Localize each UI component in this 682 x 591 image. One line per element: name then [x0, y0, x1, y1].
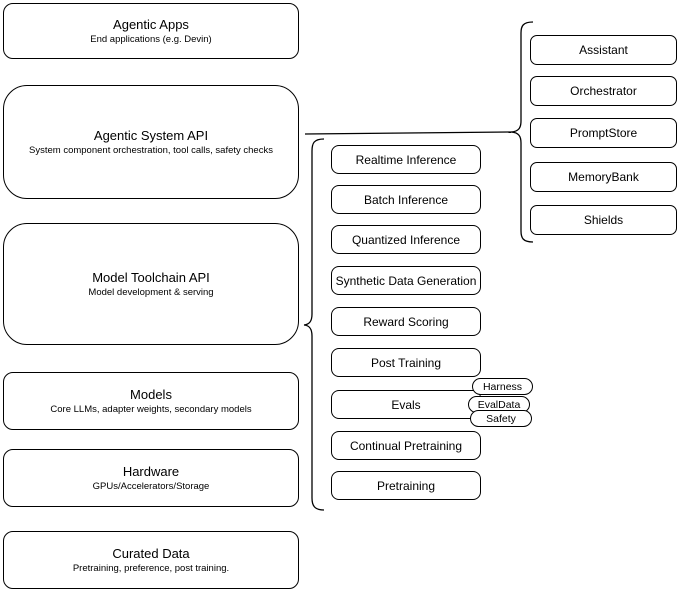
- service-label: Evals: [391, 397, 421, 412]
- box-curated-data: Curated Data Pretraining, preference, po…: [3, 531, 299, 589]
- tag-harness: Harness: [472, 378, 533, 395]
- box-title: Agentic System API: [93, 127, 209, 143]
- service-batch-inference: Batch Inference: [331, 185, 481, 214]
- service-label: Post Training: [370, 355, 442, 370]
- box-models: Models Core LLMs, adapter weights, secon…: [3, 372, 299, 430]
- service-label: Realtime Inference: [355, 152, 457, 167]
- box-title: Curated Data: [112, 545, 190, 561]
- box-subtitle: Model development & serving: [88, 286, 214, 298]
- component-promptstore: PromptStore: [530, 118, 677, 148]
- component-assistant: Assistant: [530, 35, 677, 65]
- box-subtitle: Core LLMs, adapter weights, secondary mo…: [50, 403, 252, 415]
- service-label: Quantized Inference: [351, 232, 461, 247]
- box-title: Models: [130, 386, 172, 402]
- tag-label: EvalData: [477, 398, 521, 411]
- box-subtitle: End applications (e.g. Devin): [90, 33, 212, 45]
- tag-label: Safety: [486, 412, 516, 425]
- component-orchestrator: Orchestrator: [530, 76, 677, 106]
- service-label: Batch Inference: [363, 192, 449, 207]
- service-label: Continual Pretraining: [349, 438, 463, 453]
- service-label: Reward Scoring: [363, 314, 449, 329]
- box-title: Agentic Apps: [113, 16, 189, 32]
- service-realtime-inference: Realtime Inference: [331, 145, 481, 174]
- service-synthetic-data-generation: Synthetic Data Generation: [331, 266, 481, 295]
- box-hardware: Hardware GPUs/Accelerators/Storage: [3, 449, 299, 507]
- service-post-training: Post Training: [331, 348, 481, 377]
- box-subtitle: GPUs/Accelerators/Storage: [92, 480, 210, 492]
- component-memorybank: MemoryBank: [530, 162, 677, 192]
- component-label: Orchestrator: [570, 84, 637, 98]
- connector-line-agentic-system-to-components: [304, 131, 512, 135]
- tag-safety: Safety: [470, 410, 532, 427]
- service-pretraining: Pretraining: [331, 471, 481, 500]
- service-reward-scoring: Reward Scoring: [331, 307, 481, 336]
- box-title: Model Toolchain API: [92, 269, 210, 285]
- box-agentic-apps: Agentic Apps End applications (e.g. Devi…: [3, 3, 299, 59]
- component-label: MemoryBank: [568, 170, 639, 184]
- component-shields: Shields: [530, 205, 677, 235]
- brace-toolchain-services: [303, 138, 325, 511]
- component-label: Shields: [583, 213, 624, 227]
- component-label: PromptStore: [569, 126, 638, 140]
- box-subtitle: System component orchestration, tool cal…: [29, 144, 273, 156]
- service-label: Pretraining: [376, 478, 436, 493]
- service-quantized-inference: Quantized Inference: [331, 225, 481, 254]
- box-subtitle: Pretraining, preference, post training.: [72, 562, 230, 574]
- box-title: Hardware: [122, 463, 180, 479]
- service-label: Synthetic Data Generation: [335, 273, 477, 288]
- service-evals: Evals: [331, 390, 481, 419]
- tag-label: Harness: [482, 380, 523, 393]
- box-model-toolchain-api: Model Toolchain API Model development & …: [3, 223, 299, 345]
- service-continual-pretraining: Continual Pretraining: [331, 431, 481, 460]
- component-label: Assistant: [579, 43, 628, 57]
- box-agentic-system-api: Agentic System API System component orch…: [3, 85, 299, 199]
